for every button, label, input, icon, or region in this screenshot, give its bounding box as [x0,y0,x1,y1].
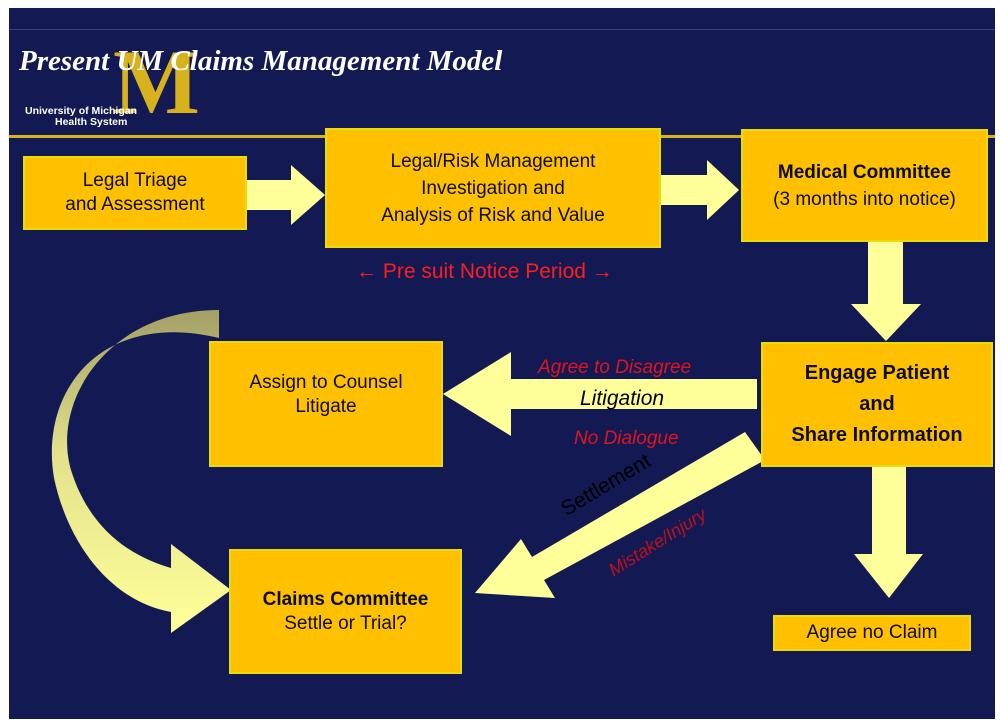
investigation-line-2: Investigation and [421,177,565,199]
engage-patient-line-2: and [859,393,895,415]
arrow-settlement [475,432,765,598]
investigation-line-3: Analysis of Risk and Value [381,204,605,226]
no-dialogue-label: No Dialogue [574,428,679,449]
box-agree-no-claim: Agree no Claim [773,615,971,651]
arrow-engage-to-no-claim [854,467,923,598]
logo-line-2: Health System [55,116,128,128]
claims-committee-title: Claims Committee [262,588,429,610]
arrow-triage-to-investigation [247,165,325,225]
litigation-label: Litigation [580,387,665,410]
logo-line-1: University of Michigan [25,105,138,117]
flow-arrows [51,160,923,633]
investigation-line-1: Legal/Risk Management [390,150,596,172]
box-medical-committee: Medical Committee (3 months into notice) [741,129,988,242]
agree-to-disagree-label: Agree to Disagree [538,357,692,378]
um-logo-text: University of Michigan Health System [25,106,225,128]
box-claims-committee: Claims Committee Settle or Trial? [229,549,462,674]
legal-triage-line-2: and Assessment [65,194,205,215]
engage-patient-line-3: Share Information [791,424,963,446]
top-divider [9,29,995,30]
claims-committee-line-2: Settle or Trial? [284,612,407,634]
assign-counsel-line-2: Litigate [295,396,357,417]
arrow-litigation [443,352,757,436]
medical-committee-line-2: (3 months into notice) [773,188,956,210]
box-investigation: Legal/Risk Management Investigation and … [325,128,661,248]
legal-triage-line-1: Legal Triage [82,170,188,191]
slide-title: Present UM Claims Management Model [19,45,503,77]
notice-period-label: ← Pre suit Notice Period → [356,260,613,283]
medical-committee-title: Medical Committee [777,161,952,183]
box-legal-triage: Legal Triage and Assessment [23,156,247,230]
slide: M University of Michigan Health System P… [9,8,995,719]
engage-patient-line-1: Engage Patient [804,362,950,384]
arrow-investigation-to-medical [661,160,739,220]
box-engage-patient: Engage Patient and Share Information [761,342,993,467]
arrow-medical-to-engage [851,242,921,341]
box-assign-counsel: Assign to Counsel Litigate [209,341,443,467]
assign-counsel-line-1: Assign to Counsel [249,372,403,393]
arrow-curved-counsel-to-claims [51,310,231,633]
um-logo-letter: M [113,31,200,133]
agree-no-claim-label: Agree no Claim [806,622,938,643]
